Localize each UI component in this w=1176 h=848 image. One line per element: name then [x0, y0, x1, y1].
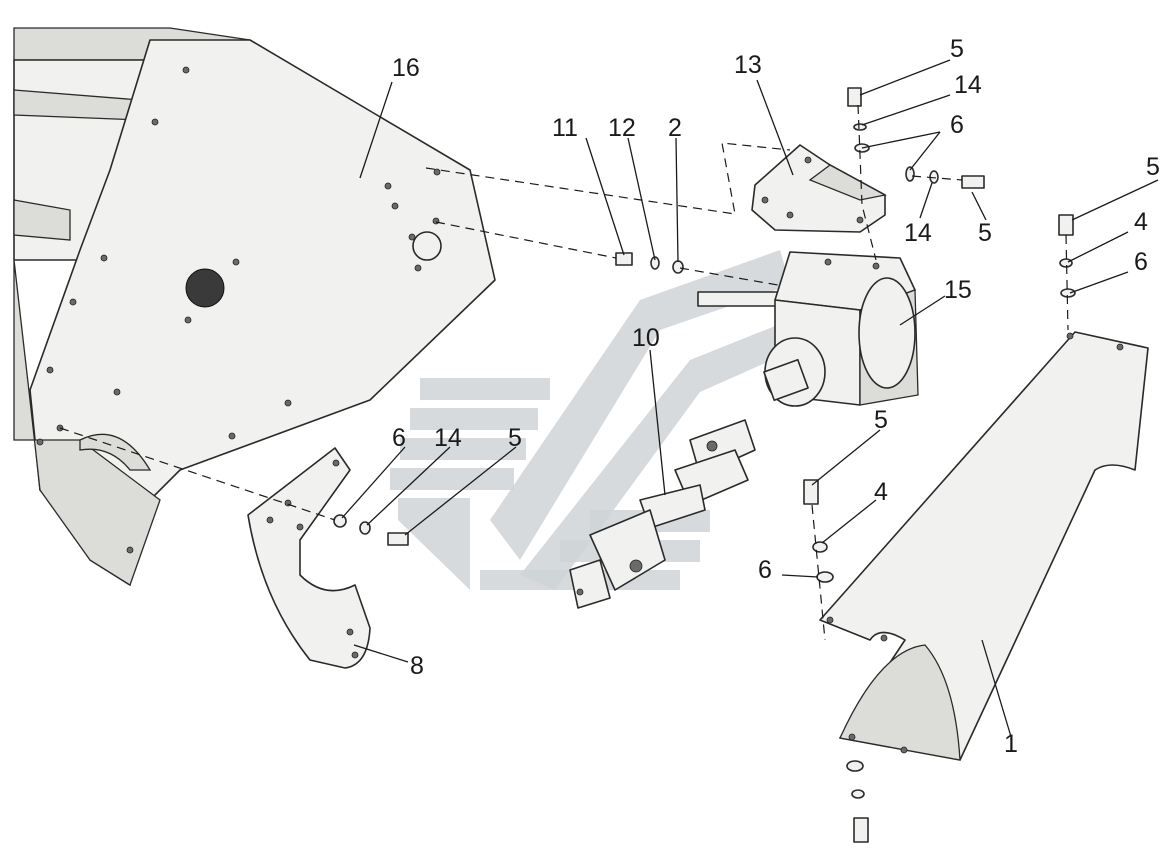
- label-4-right: 4: [1134, 208, 1148, 236]
- label-5-lower: 5: [874, 406, 888, 434]
- housing-bolt-holes: [36, 66, 441, 554]
- label-6-left: 6: [392, 424, 406, 452]
- label-14-top: 14: [954, 71, 982, 99]
- label-6-top: 6: [950, 111, 964, 139]
- callout-labels: 16 13 11 12 2 5 14 6 14 5 5 4 6 15 10 6 …: [392, 35, 1160, 758]
- label-13: 13: [734, 51, 762, 79]
- label-1: 1: [1004, 730, 1018, 758]
- label-6-right: 6: [1134, 248, 1148, 276]
- fasteners: [333, 87, 1076, 843]
- assembly-lines: [59, 104, 1069, 641]
- side-plate-part-8: [247, 447, 371, 669]
- housing-part-16: [13, 27, 496, 586]
- label-10: 10: [632, 324, 660, 352]
- label-16: 16: [392, 54, 420, 82]
- drive-shaft-part-10: [569, 419, 756, 609]
- label-14-mid: 14: [904, 219, 932, 247]
- label-5-right: 5: [1146, 153, 1160, 181]
- gearbox-part-15: [697, 251, 919, 407]
- label-12: 12: [608, 114, 636, 142]
- label-11: 11: [552, 114, 578, 142]
- label-4-lower: 4: [874, 478, 888, 506]
- cover-part-1: [819, 331, 1149, 761]
- label-8: 8: [410, 652, 424, 680]
- label-2: 2: [668, 114, 682, 142]
- leader-lines: [341, 59, 1159, 741]
- label-14-left: 14: [434, 424, 462, 452]
- label-5-left: 5: [508, 424, 522, 452]
- bracket-part-13: [751, 144, 887, 233]
- label-5-top: 5: [950, 35, 964, 63]
- label-6-lower: 6: [758, 556, 772, 584]
- label-5-mid: 5: [978, 219, 992, 247]
- label-15: 15: [944, 276, 972, 304]
